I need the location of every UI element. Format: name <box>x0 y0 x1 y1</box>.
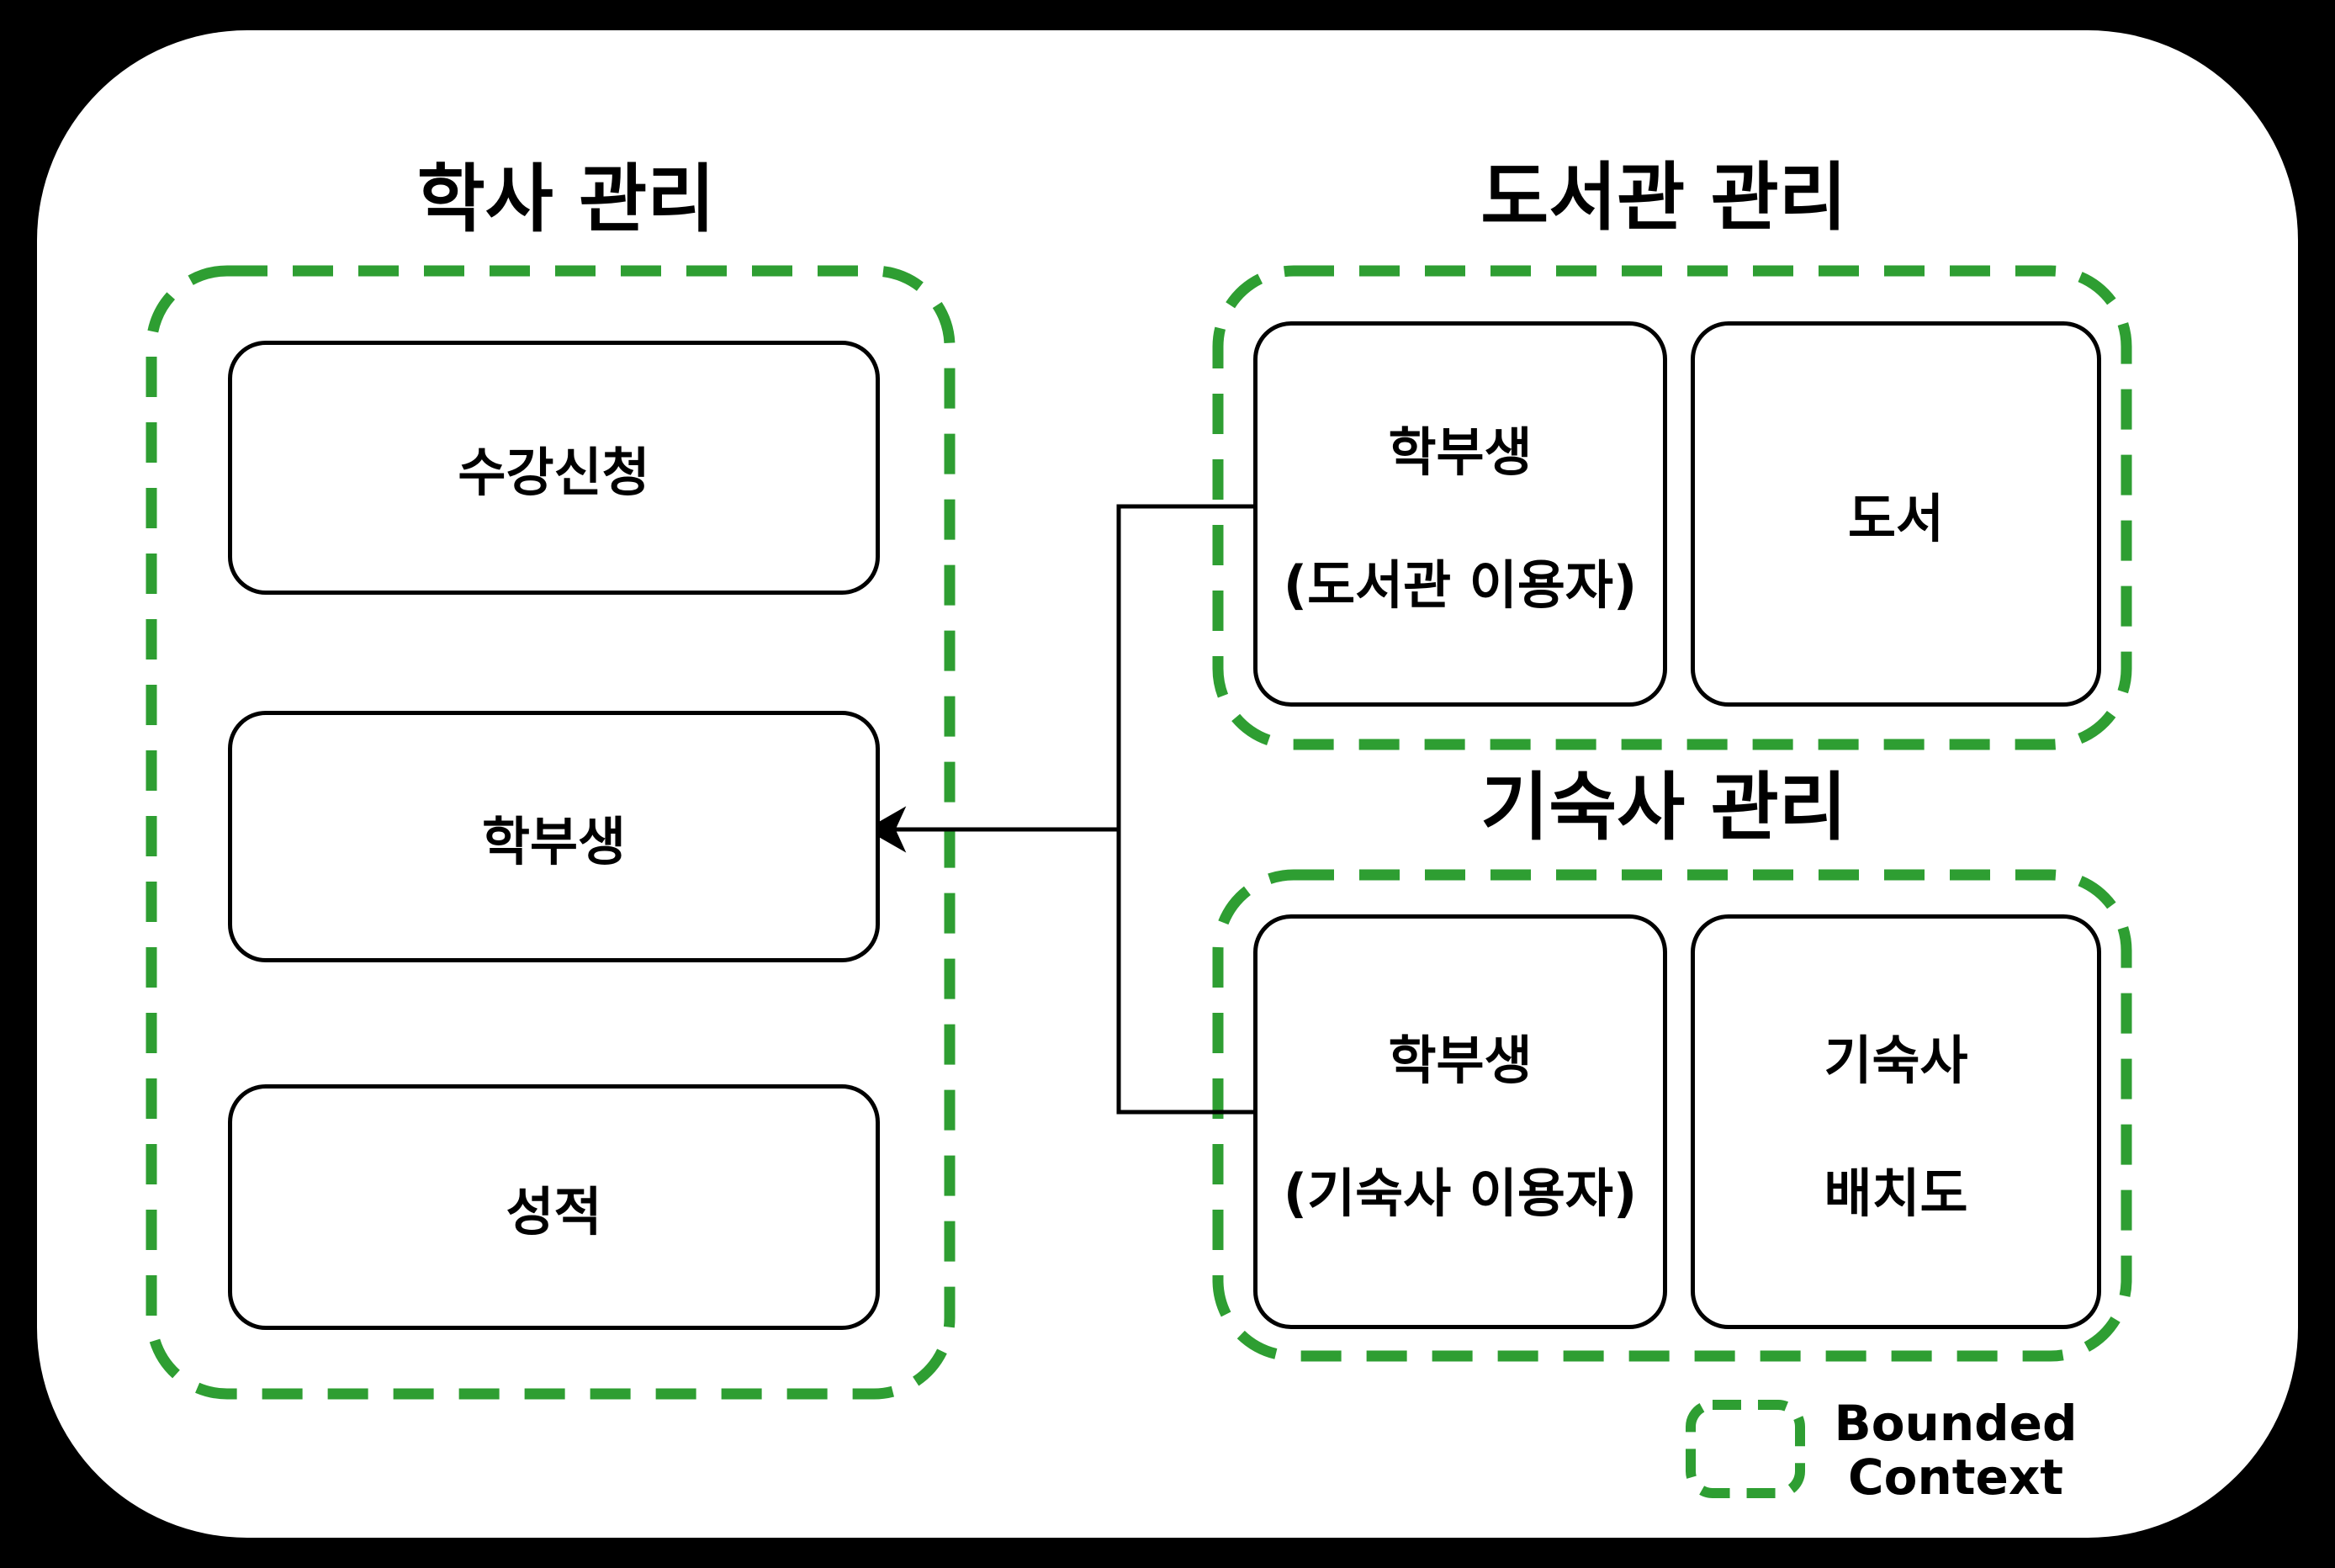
dormitory-undergraduate-box: 학부생 (기숙사 이용자) <box>1253 914 1667 1329</box>
bounded-context-legend: Bounded Context <box>1817 1396 2094 1504</box>
legend-label-line2: Context <box>1848 1449 2063 1506</box>
dormitory-undergraduate-label-line1: 학부생 <box>1388 1029 1533 1091</box>
book-label: 도서 <box>1847 488 1945 549</box>
academic-section-title: 학사 관리 <box>416 156 716 242</box>
undergraduate-box: 학부생 <box>228 711 880 962</box>
dormitory-layout-box: 기숙사 배치도 <box>1691 914 2101 1329</box>
dormitory-undergraduate-label-line2: (기숙사 이용자) <box>1283 1162 1638 1224</box>
library-section-title: 도서관 관리 <box>1480 154 1847 241</box>
legend-label-line1: Bounded <box>1834 1395 2078 1452</box>
course-registration-box: 수강신청 <box>228 341 880 595</box>
undergraduate-label: 학부생 <box>481 810 627 872</box>
course-registration-label: 수강신청 <box>458 442 650 503</box>
dormitory-layout-label-line2: 배치도 <box>1824 1162 1968 1224</box>
dormitory-layout-label-line1: 기숙사 <box>1824 1029 1968 1091</box>
dormitory-section-title: 기숙사 관리 <box>1480 764 1847 850</box>
book-box: 도서 <box>1691 321 2101 707</box>
library-undergraduate-label-line1: 학부생 <box>1388 421 1533 483</box>
library-undergraduate-box: 학부생 (도서관 이용자) <box>1253 321 1667 707</box>
grades-label: 성적 <box>506 1181 602 1242</box>
grades-box: 성적 <box>228 1084 880 1330</box>
library-undergraduate-label-line2: (도서관 이용자) <box>1283 554 1638 616</box>
